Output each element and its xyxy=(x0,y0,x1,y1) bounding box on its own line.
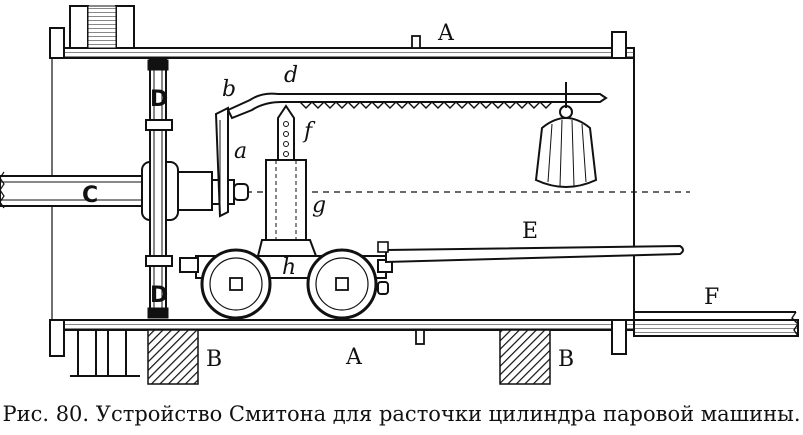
counterweight xyxy=(534,82,598,188)
boring-head-D xyxy=(145,59,173,319)
label-D-bottom: D xyxy=(150,283,168,308)
label-F: F xyxy=(704,285,719,310)
label-A-top: A xyxy=(437,21,455,46)
label-h: h xyxy=(282,255,296,280)
label-A-bottom: A xyxy=(345,345,363,370)
label-f: f xyxy=(302,119,316,144)
label-D-top: D xyxy=(150,87,168,112)
carriage-h xyxy=(179,248,393,320)
label-d: d xyxy=(284,63,298,88)
figure-caption: Рис. 80. Устройство Смитона для расточки… xyxy=(2,402,801,426)
toothed-bar-d xyxy=(226,92,608,120)
label-C: C xyxy=(82,183,98,208)
pipe-F xyxy=(633,311,799,337)
rod-E xyxy=(377,241,684,264)
label-a: a xyxy=(234,139,247,164)
support-block-left xyxy=(147,329,199,385)
label-B-left: B xyxy=(206,347,222,372)
lever-a xyxy=(214,106,229,218)
label-E: E xyxy=(522,219,538,244)
label-b: b xyxy=(222,77,236,102)
label-B-right: B xyxy=(558,347,574,372)
smeaton-boring-device-diagram: A A B B C D D E F a b d f g h xyxy=(0,5,799,385)
support-block-right xyxy=(499,329,551,385)
cutter-column-g xyxy=(256,104,318,257)
label-g: g xyxy=(312,193,326,218)
boring-bar-C xyxy=(0,161,249,221)
cylinder-body xyxy=(49,5,690,377)
